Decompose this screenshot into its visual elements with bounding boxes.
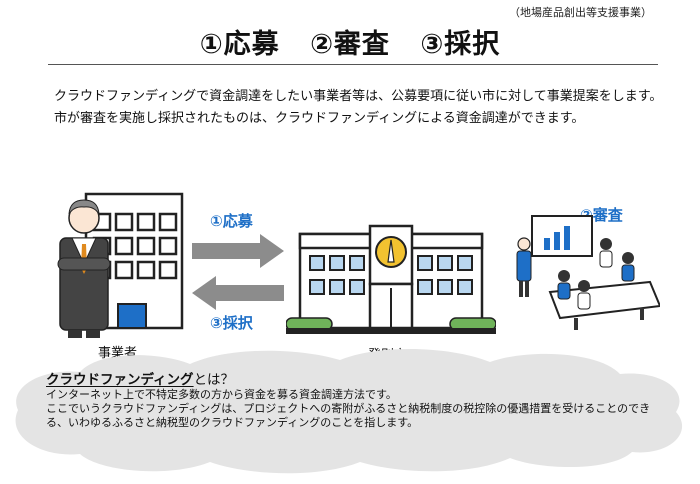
intro-text: クラウドファンディングで資金調達をしたい事業者等は、公募要項に従い市に対して事業… (38, 86, 668, 130)
page-title: ①応募 ②審査 ③採択 (0, 22, 700, 61)
apply-arrow-icon (192, 234, 284, 268)
definition-line-1: インターネット上で不特定多数の方から資金を募る資金調達方法です。 (46, 388, 397, 401)
definition-line-2: ここでいうクラウドファンディングは、プロジェクトへの寄附がふるさと納税制度の税控… (46, 402, 651, 429)
apply-arrow-label: ①応募 (210, 212, 253, 230)
office-building-icon (84, 192, 184, 330)
city-hall-icon (286, 224, 496, 334)
definition-heading: クラウドファンディングとは？ (46, 373, 666, 387)
title-step-adopt: ③採択 (420, 29, 501, 60)
review-meeting-icon (516, 215, 660, 330)
adopt-arrow-icon (192, 276, 284, 310)
program-note: （地場産品創出等支援事業） (509, 6, 652, 19)
title-divider (48, 64, 658, 65)
definition-cloud-background (15, 348, 683, 474)
adopt-arrow-label: ③採択 (210, 314, 253, 332)
definition-box: クラウドファンディングとは？ インターネット上で不特定多数の方から資金を募る資金… (46, 373, 666, 430)
definition-term: クラウドファンディング (46, 372, 194, 388)
title-step-apply: ①応募 (199, 29, 280, 60)
intro-paragraph-1: クラウドファンディングで資金調達をしたい事業者等は、公募要項に従い市に対して事業… (54, 89, 663, 104)
title-step-review: ②審査 (310, 29, 390, 60)
business-illustration (57, 192, 184, 338)
businessman-icon (57, 199, 111, 338)
intro-paragraph-2: 市が審査を実施し採択されたものは、クラウドファンディングによる資金調達ができます… (54, 111, 585, 126)
definition-term-suffix: とは？ (193, 372, 235, 388)
